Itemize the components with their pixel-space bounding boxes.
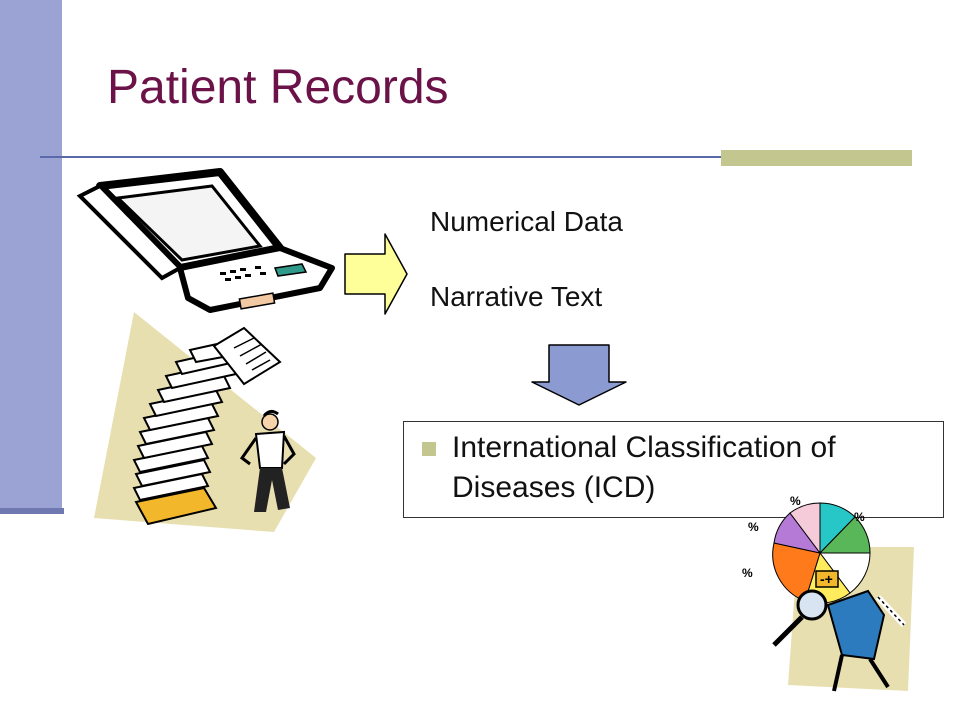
slide-title: Patient Records (107, 61, 449, 114)
title-divider (40, 156, 912, 158)
title-divider-accent (721, 150, 912, 166)
pie-chart-icon: %% %% -+ (742, 495, 914, 692)
down-arrow-icon (531, 344, 627, 406)
left-accent-bar (0, 0, 62, 512)
icd-box: International Classification of Diseases… (403, 421, 944, 518)
svg-text:%: % (748, 520, 759, 534)
bullet-marker (422, 442, 436, 456)
svg-text:%: % (854, 510, 865, 524)
left-accent-bar-shadow (0, 508, 64, 514)
icd-text: International Classification of Diseases… (452, 431, 836, 504)
narrative-text-label: Narrative Text (430, 281, 603, 312)
svg-text:%: % (790, 495, 801, 508)
laptop-icon (76, 168, 335, 313)
svg-text:%: % (742, 566, 753, 580)
svg-text:-+: -+ (820, 571, 833, 587)
numerical-data-label: Numerical Data (430, 206, 623, 237)
paper-stack-icon (94, 312, 316, 532)
right-arrow-icon (344, 233, 408, 315)
